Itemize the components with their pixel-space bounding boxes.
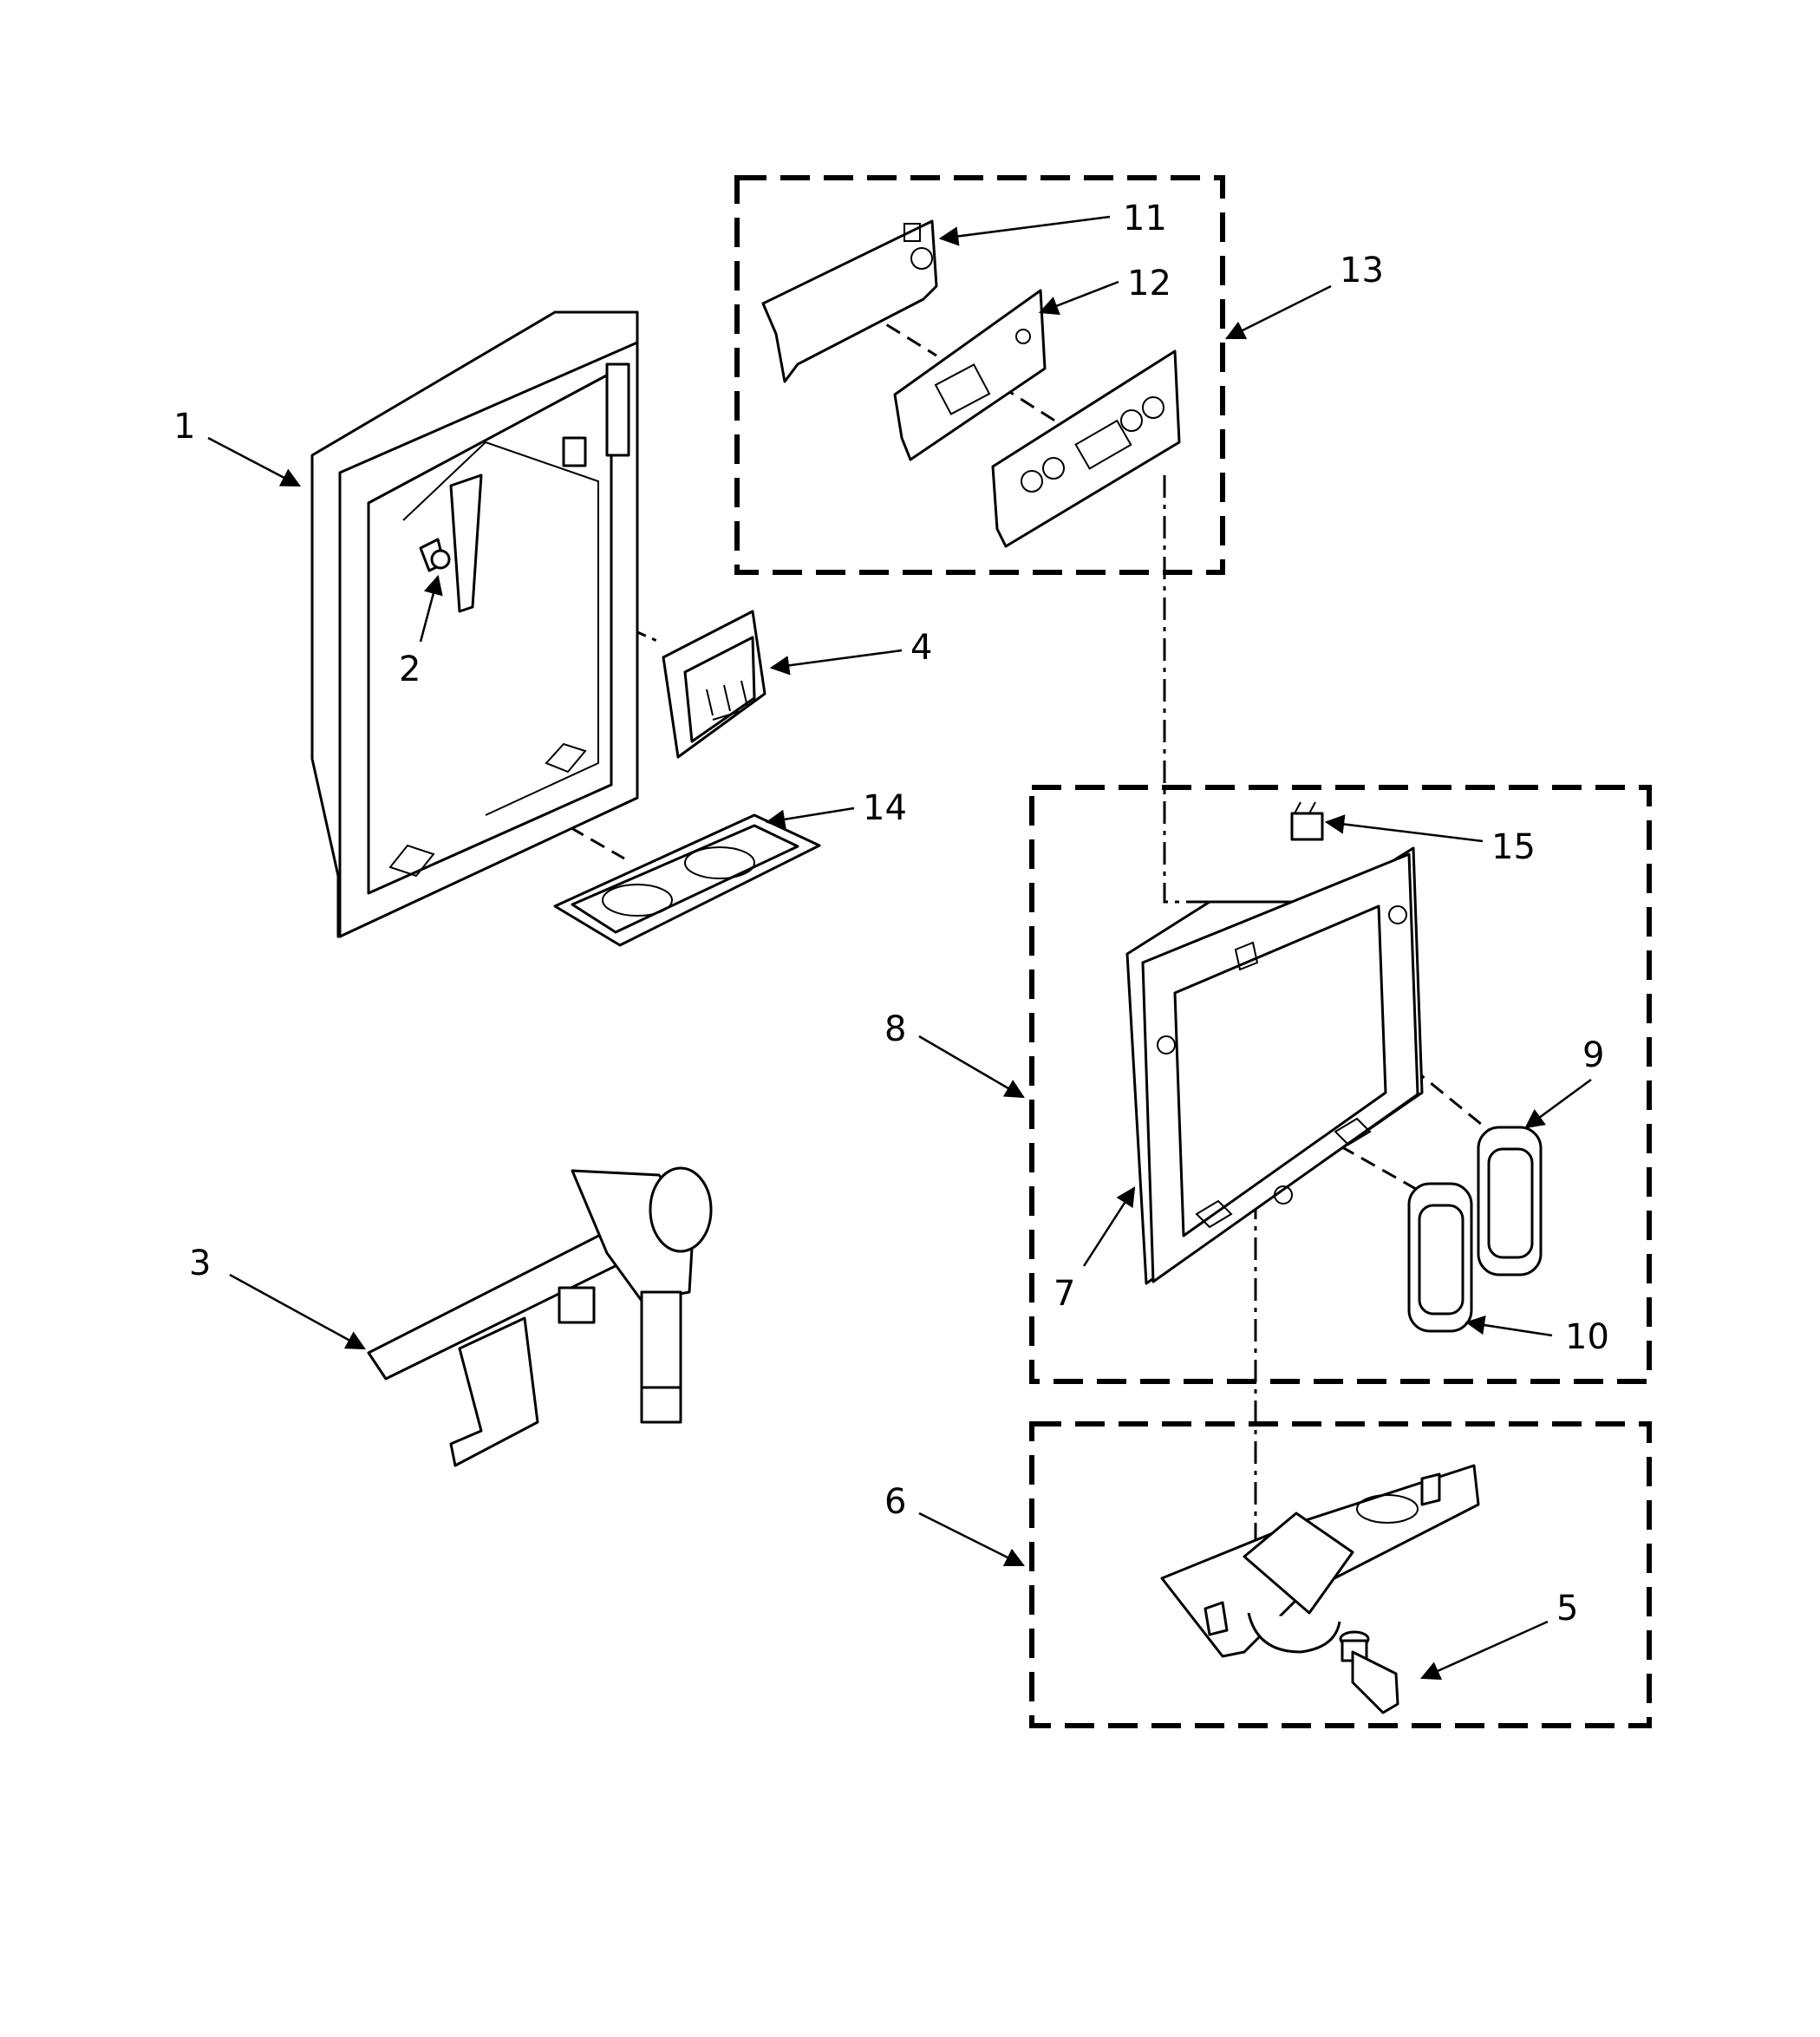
- group-box-6: [1029, 1421, 1652, 1728]
- part-1-dispenser-housing: [310, 310, 639, 938]
- assembly-line-13-to-8: [1163, 475, 1210, 904]
- callout-4: 4: [910, 628, 932, 668]
- callout-5: 5: [1556, 1589, 1578, 1629]
- part-5-fitting: [1339, 1630, 1399, 1714]
- part-7-inner-housing: [1125, 846, 1424, 1285]
- callout-12: 12: [1127, 264, 1171, 304]
- callout-2: 2: [399, 650, 421, 689]
- assembly-line-11-to-12: [845, 297, 937, 357]
- group-box-13: [734, 175, 1225, 575]
- callout-14: 14: [863, 788, 907, 828]
- callout-6: 6: [884, 1482, 906, 1522]
- callout-10: 10: [1565, 1317, 1609, 1357]
- part-6-chute-assembly: [1160, 1464, 1480, 1658]
- callout-15: 15: [1491, 827, 1536, 867]
- callout-labels: 1 2 3 4 5 6 7 8 9 10 11 12 13 14 15: [173, 199, 1609, 1629]
- callout-8: 8: [884, 1009, 906, 1049]
- part-3-actuator-assembly: [367, 1166, 713, 1467]
- part-15-switch: [1290, 801, 1324, 841]
- leader-lines: [207, 215, 1592, 1680]
- callout-13: 13: [1340, 251, 1384, 291]
- part-11-bracket: [761, 219, 938, 383]
- part-14-drip-tray: [553, 813, 821, 947]
- callout-9: 9: [1582, 1035, 1604, 1075]
- part-2-screw: [419, 538, 451, 572]
- group-box-8: [1029, 785, 1652, 1384]
- callout-3: 3: [189, 1244, 211, 1283]
- assembly-line-12-to-plate: [979, 371, 1076, 435]
- part-4-dispenser-pad: [662, 610, 766, 759]
- callout-1: 1: [173, 407, 195, 447]
- part-9-button: [1477, 1126, 1543, 1276]
- part-13-faceplate: [991, 349, 1181, 548]
- part-10-button: [1407, 1182, 1473, 1333]
- callout-11: 11: [1123, 199, 1167, 238]
- part-12-control-board: [893, 289, 1047, 461]
- callout-7: 7: [1054, 1274, 1075, 1314]
